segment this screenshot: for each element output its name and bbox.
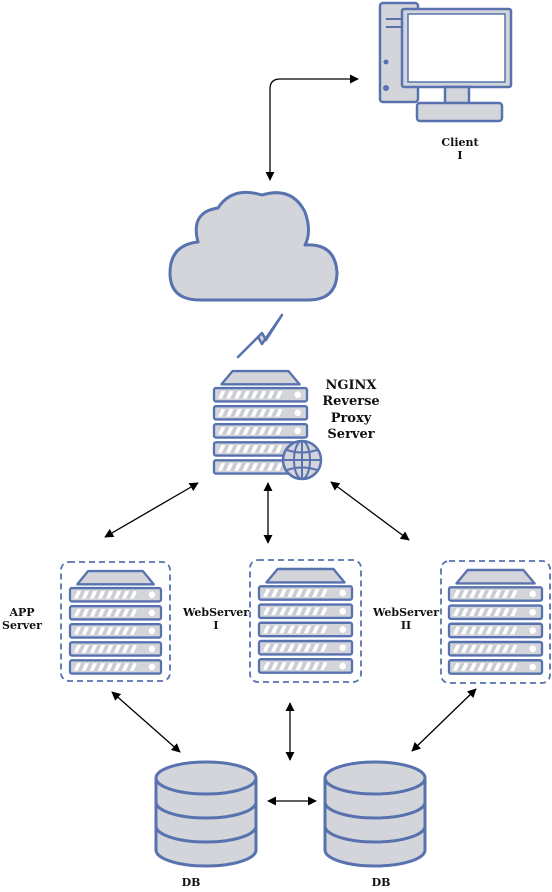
webserver2-label-line1: WebServer (372, 606, 440, 619)
webserver2-frame (440, 560, 551, 684)
client-label-line1: Client (441, 136, 479, 149)
webserver2-label-line2: II (400, 619, 412, 633)
server-rack-icon (447, 568, 544, 675)
proxy-label-line3: Proxy (330, 410, 372, 426)
desktop-computer-icon (378, 1, 513, 123)
appserver-db1-arrow (111, 691, 181, 753)
proxy-label-line1: NGINX (325, 378, 377, 393)
webserver2-label: WebServer II (366, 606, 446, 632)
webserver1-label-line2: I (213, 619, 219, 633)
database-icon (323, 760, 427, 868)
webserver1-label-line1: WebServer (182, 606, 250, 619)
proxy-label-line4: Server (327, 426, 375, 442)
db1-label: DB (181, 876, 201, 889)
db2-label: DB (371, 876, 391, 889)
server-rack-icon (68, 569, 163, 675)
server-rack-with-globe-icon (212, 369, 323, 481)
database-icon (154, 760, 258, 868)
client-internet-arrow (265, 74, 359, 181)
client-label: Client I (420, 136, 500, 162)
client-label-line2: I (457, 149, 463, 163)
app-server-label: APP Server (0, 606, 44, 632)
cloud-icon (168, 190, 339, 302)
server-rack-icon (257, 567, 354, 674)
proxy-webserver2-arrow (330, 481, 410, 541)
webserver1-frame (249, 559, 362, 683)
webserver2-db2-arrow (411, 688, 477, 752)
proxy-label-line2: Reverse (322, 394, 380, 410)
proxy-label: NGINX Reverse Proxy Server (315, 378, 387, 443)
app-server-label-line1: APP (9, 606, 35, 619)
app-server-label-line2: Server (2, 619, 42, 633)
proxy-appserver-arrow (104, 482, 199, 538)
lightning-icon (236, 313, 284, 359)
webserver1-label: WebServer I (176, 606, 256, 632)
